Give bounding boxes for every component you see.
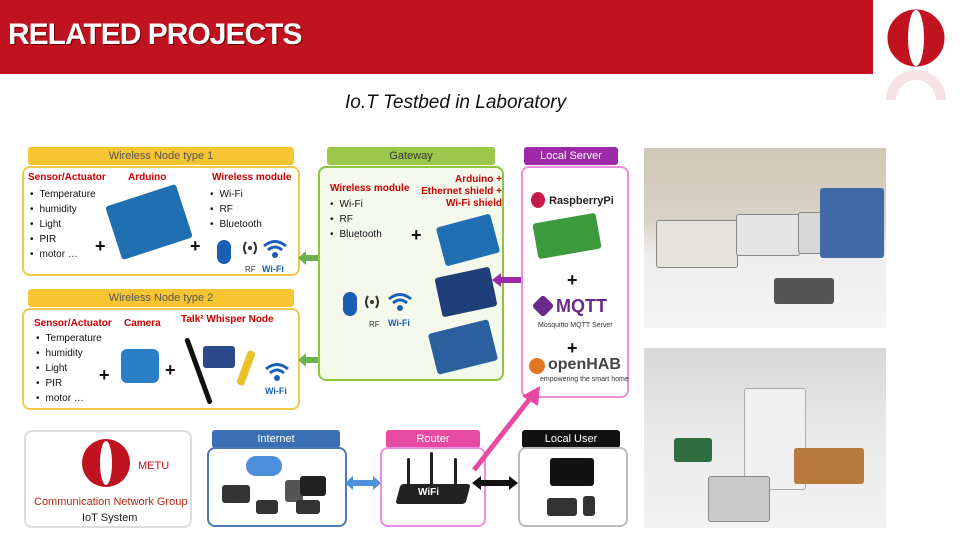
page-title: RELATED PROJECTS	[8, 18, 302, 51]
double-arrow-icon	[472, 476, 518, 490]
plus-icon: +	[567, 338, 578, 358]
plus-icon: +	[190, 236, 201, 256]
node2-header: Wireless Node type 2	[28, 289, 294, 307]
list-item: Temperature	[36, 331, 102, 346]
storage-drawers-icon	[820, 188, 884, 258]
node1-sensor-label: Sensor/Actuator	[28, 172, 106, 183]
wifi-label: Wi-Fi	[388, 318, 410, 328]
gateway-module-list: Wi-Fi RF Bluetooth	[330, 197, 382, 242]
whisper-node-board-icon	[203, 346, 235, 368]
raspberry-icon	[531, 192, 545, 208]
node1-header: Wireless Node type 1	[28, 147, 294, 165]
antenna-icon	[430, 452, 433, 486]
wifi-icon	[263, 240, 287, 258]
power-supply-icon	[656, 220, 738, 268]
sensor-boards-icon	[774, 278, 834, 304]
rf-icon	[365, 295, 379, 309]
double-arrow-icon	[345, 476, 381, 490]
list-item: motor …	[36, 391, 102, 406]
server-tower-icon	[285, 480, 303, 502]
node1-wireless-list: Wi-Fi RF Bluetooth	[210, 187, 262, 232]
header-bar: RELATED PROJECTS	[0, 0, 873, 74]
rf-label: RF	[369, 320, 380, 329]
plus-icon: +	[95, 236, 106, 256]
gateway-arduino-label: Arduino + Ethernet shield + Wi-Fi shield	[421, 174, 502, 209]
gateway-header: Gateway	[327, 147, 495, 165]
list-item: motor …	[30, 247, 96, 262]
node2-sensor-list: Temperature humidity Light PIR motor …	[36, 331, 102, 406]
rf-label: RF	[245, 265, 256, 274]
laptop-icon	[256, 500, 278, 514]
bluetooth-icon	[217, 240, 231, 264]
monitor-icon	[550, 458, 594, 486]
list-item: RF	[330, 212, 382, 227]
node1-wireless-label: Wireless module	[212, 172, 292, 183]
bluetooth-icon	[343, 292, 357, 316]
metu-logo	[884, 6, 948, 100]
laptop-icon	[296, 500, 320, 514]
node2-sensor-label: Sensor/Actuator	[34, 318, 112, 329]
gateway-wireless-label: Wireless module	[330, 183, 410, 194]
list-item: humidity	[30, 202, 96, 217]
wifi-label: Wi-Fi	[262, 264, 284, 274]
list-item: RF	[210, 202, 262, 217]
server-header: Local Server	[524, 147, 618, 165]
node1-sensor-list: Temperature humidity Light PIR motor …	[30, 187, 96, 262]
laptop-icon	[222, 485, 250, 503]
metu-name: METU	[138, 460, 170, 472]
raspberry-label: RaspberryPi	[549, 195, 614, 207]
sensor-board-icon	[674, 438, 712, 462]
double-arrow-icon	[492, 273, 534, 287]
wifi-label: Wi-Fi	[265, 386, 287, 396]
router-header: Router	[386, 430, 480, 448]
double-arrow-icon	[298, 251, 334, 265]
wifi-icon	[265, 363, 289, 381]
router-wifi-label: WiFi	[418, 487, 440, 498]
desktop-icon	[300, 476, 326, 496]
list-item: Wi-Fi	[330, 197, 382, 212]
list-item: PIR	[36, 376, 102, 391]
rain-sensor-icon	[708, 476, 770, 522]
plus-icon: +	[567, 270, 578, 290]
tablet-icon	[547, 498, 577, 516]
double-arrow-icon	[298, 353, 334, 367]
list-item: humidity	[36, 346, 102, 361]
node1-arduino-label: Arduino	[128, 172, 167, 183]
localuser-header: Local User	[522, 430, 620, 448]
plus-icon: +	[99, 365, 110, 385]
mqtt-label: MQTT	[556, 296, 607, 316]
openhab-icon	[529, 358, 545, 374]
cloud-icon	[246, 456, 282, 476]
node2-camera-label: Camera	[124, 318, 161, 329]
up-arrow-icon	[472, 386, 540, 472]
metu-group: Communication Network Group	[34, 496, 188, 508]
plus-icon: +	[165, 360, 176, 380]
internet-header: Internet	[212, 430, 340, 448]
plus-icon: +	[411, 225, 422, 245]
slide-subtitle: Io.T Testbed in Laboratory	[345, 92, 567, 113]
antenna-icon	[407, 458, 410, 486]
mqtt-sub-label: Mosquitto MQTT Server	[538, 322, 613, 329]
antenna-icon	[454, 458, 457, 486]
wifi-icon	[388, 293, 412, 311]
list-item: Light	[36, 361, 102, 376]
list-item: PIR	[30, 232, 96, 247]
lab-photo-instruments	[644, 148, 886, 328]
openhab-sub-label: empowering the smart home	[540, 376, 629, 383]
list-item: Light	[30, 217, 96, 232]
list-item: Wi-Fi	[210, 187, 262, 202]
metu-system: IoT System	[82, 512, 138, 524]
camera-icon	[121, 349, 159, 383]
node2-talk-label: Talk² Whisper Node	[181, 314, 274, 325]
rf-icon	[243, 241, 257, 255]
list-item: Bluetooth	[330, 227, 382, 242]
oscilloscope-icon	[736, 214, 800, 256]
metu-logo-icon	[82, 439, 130, 487]
list-item: Bluetooth	[210, 217, 262, 232]
pcb-board-icon	[794, 448, 864, 484]
list-item: Temperature	[30, 187, 96, 202]
lab-photo-breadboard	[644, 348, 886, 528]
openhab-label: openHAB	[548, 356, 621, 373]
phone-icon	[583, 496, 595, 516]
